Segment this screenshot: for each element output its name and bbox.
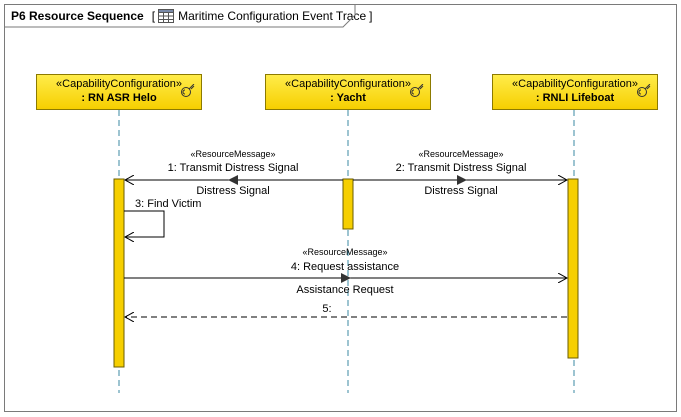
- conveyed-item-arrow: [341, 273, 351, 283]
- bracket-open: [: [151, 9, 156, 23]
- capability-icon: [410, 84, 424, 97]
- table-icon: [158, 9, 175, 23]
- activation-bar-rnli-lifeboat: [567, 178, 579, 359]
- capability-icon: [181, 84, 195, 97]
- message-2-item: Distress Signal: [424, 185, 497, 197]
- capability-icon: [637, 84, 651, 97]
- lifeline-name: : RN ASR Helo: [81, 92, 157, 104]
- lifeline-head-yacht[interactable]: «CapabilityConfiguration» : Yacht: [265, 74, 431, 110]
- lifeline-stereotype: «CapabilityConfiguration»: [285, 78, 411, 90]
- message-4-item: Assistance Request: [296, 284, 393, 296]
- bracket-close: ]: [369, 9, 373, 23]
- lifeline-name: : Yacht: [330, 92, 366, 104]
- message-4-label: 4: Request assistance: [291, 261, 399, 273]
- frame-tab: P6 Resource Sequence [ Maritime Configur…: [5, 5, 379, 27]
- lifeline-name: : RNLI Lifeboat: [535, 92, 615, 104]
- frame-tab-corner: [5, 5, 356, 28]
- activation-bar-yacht: [342, 178, 354, 230]
- message-1-item: Distress Signal: [196, 185, 269, 197]
- conveyed-item-arrow: [457, 175, 467, 185]
- lifeline-stereotype: «CapabilityConfiguration»: [56, 78, 182, 90]
- message-2-label: 2: Transmit Distress Signal: [396, 162, 527, 174]
- message-3-line[interactable]: [124, 210, 165, 237]
- diagram-title: P6 Resource Sequence: [11, 9, 144, 23]
- reference-link[interactable]: Maritime Configuration Event Trace: [158, 9, 366, 23]
- reference-label: Maritime Configuration Event Trace: [178, 9, 367, 23]
- lifeline-head-rn-asr-helo[interactable]: «CapabilityConfiguration» : RN ASR Helo: [36, 74, 202, 110]
- conveyed-item-arrow: [228, 175, 238, 185]
- message-2-stereotype: «ResourceMessage»: [418, 149, 503, 159]
- message-4-stereotype: «ResourceMessage»: [302, 247, 387, 257]
- message-5-label: 5:: [322, 303, 331, 315]
- message-1-stereotype: «ResourceMessage»: [190, 149, 275, 159]
- message-3-label: 3: Find Victim: [135, 198, 201, 210]
- lifeline-head-rnli-lifeboat[interactable]: «CapabilityConfiguration» : RNLI Lifeboa…: [492, 74, 658, 110]
- activation-bar-rn-asr-helo: [113, 178, 125, 368]
- lifeline-stereotype: «CapabilityConfiguration»: [512, 78, 638, 90]
- message-1-label: 1: Transmit Distress Signal: [168, 162, 299, 174]
